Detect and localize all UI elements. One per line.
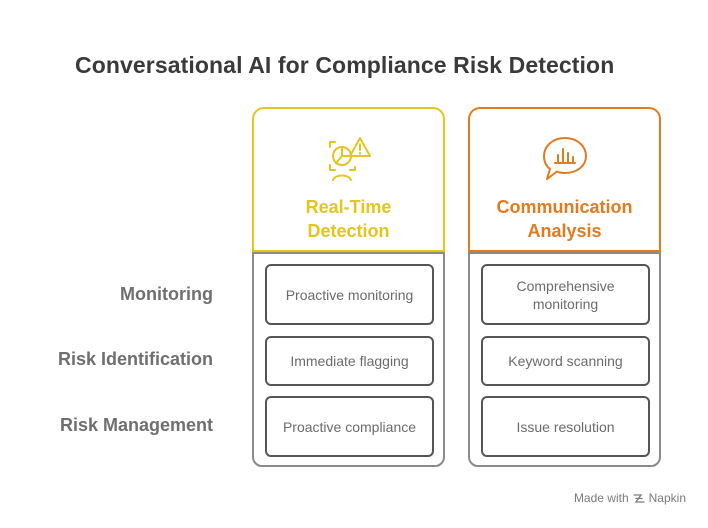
row-label-risk-identification: Risk Identification xyxy=(57,349,213,369)
header-divider xyxy=(252,250,445,252)
column-title: Real-Time Detection xyxy=(254,195,443,243)
row-label-risk-management: Risk Management xyxy=(59,415,213,435)
row-label-monitoring: Monitoring xyxy=(120,284,213,304)
column-title-line1: Real-Time xyxy=(305,197,392,217)
column-title: Communication Analysis xyxy=(470,195,659,243)
column-header: Real-Time Detection xyxy=(252,107,445,252)
column-body: Proactive monitoring Immediate flagging … xyxy=(252,252,445,467)
cell-risk-management: Issue resolution xyxy=(481,396,650,457)
column-header: Communication Analysis xyxy=(468,107,661,252)
column-title-line1: Communication xyxy=(496,197,633,217)
column-communication-analysis: Communication Analysis Comprehensive mon… xyxy=(468,107,661,467)
column-real-time-detection: Real-Time Detection Proactive monitoring… xyxy=(252,107,445,467)
napkin-logo-icon xyxy=(632,494,645,503)
napkin-brand-label: Napkin xyxy=(648,491,686,505)
header-divider xyxy=(468,250,661,252)
chat-chart-icon xyxy=(542,137,587,180)
column-title-line2: Detection xyxy=(307,221,390,241)
cell-risk-management: Proactive compliance xyxy=(265,396,434,457)
column-body: Comprehensive monitoring Keyword scannin… xyxy=(468,252,661,467)
cell-risk-identification: Keyword scanning xyxy=(481,336,650,386)
made-with-label: Made with xyxy=(573,491,629,505)
cell-risk-identification: Immediate flagging xyxy=(265,336,434,386)
column-title-line2: Analysis xyxy=(527,221,602,241)
cell-monitoring: Proactive monitoring xyxy=(265,264,434,325)
detection-alert-icon xyxy=(328,137,371,181)
cell-monitoring: Comprehensive monitoring xyxy=(481,264,650,325)
page-title: Conversational AI for Compliance Risk De… xyxy=(75,52,615,78)
footer-attribution[interactable]: Made with Napkin xyxy=(574,491,686,505)
